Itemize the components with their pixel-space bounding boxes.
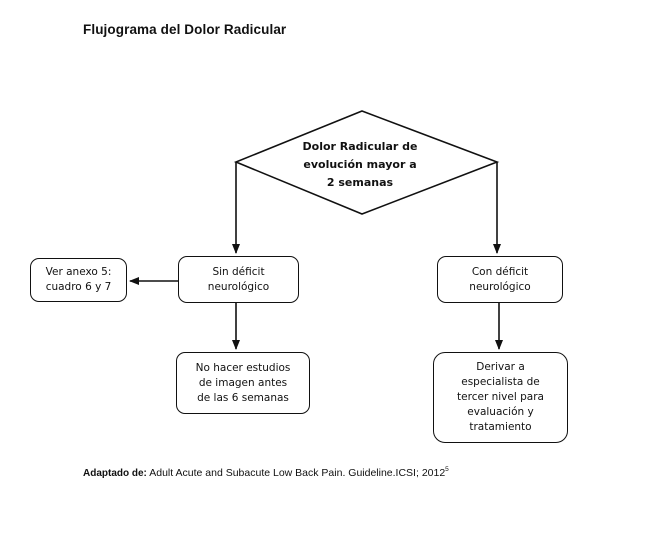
footnote-source: Adult Acute and Subacute Low Back Pain. … bbox=[146, 467, 446, 479]
node-ver-anexo: Ver anexo 5: cuadro 6 y 7 bbox=[30, 258, 127, 302]
decision-diamond bbox=[233, 110, 500, 215]
source-footnote: Adaptado de: Adult Acute and Subacute Lo… bbox=[83, 466, 449, 479]
node-no-hacer-estudios: No hacer estudios de imagen antes de las… bbox=[176, 352, 310, 414]
footnote-reference: 5 bbox=[445, 466, 449, 473]
diagram-title: Flujograma del Dolor Radicular bbox=[83, 22, 287, 37]
node-derivar: Derivar a especialista de tercer nivel p… bbox=[433, 352, 568, 443]
node-sin-deficit: Sin déficit neurológico bbox=[178, 256, 299, 303]
decision-label: Dolor Radicular de evolución mayor a 2 s… bbox=[302, 140, 418, 189]
node-con-deficit: Con déficit neurológico bbox=[437, 256, 563, 303]
footnote-label: Adaptado de: bbox=[83, 468, 147, 479]
